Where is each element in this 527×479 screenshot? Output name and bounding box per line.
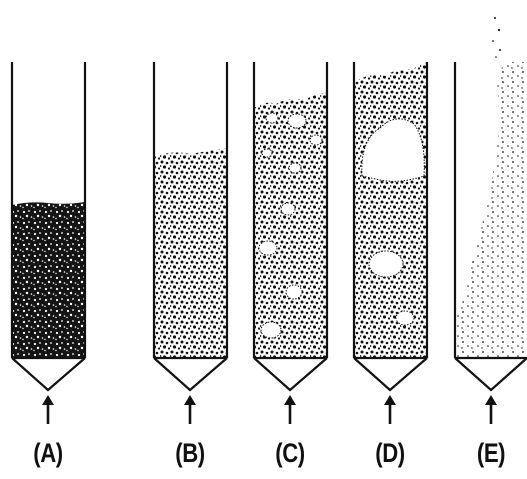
up-arrow-icon — [284, 395, 296, 424]
inlet-cone — [254, 358, 327, 390]
up-arrow-icon — [384, 395, 396, 424]
escaping-particles — [492, 17, 501, 58]
label-a: (A) — [19, 438, 76, 469]
column-d — [354, 62, 427, 424]
dilute-particle-stream — [455, 62, 527, 358]
slugging-particles — [354, 62, 427, 358]
up-arrow-icon — [184, 395, 196, 424]
expanded-particles — [154, 148, 227, 358]
column-e — [455, 17, 527, 424]
inlet-cone — [12, 358, 85, 390]
inlet-cone — [455, 358, 527, 390]
label-d: (D) — [361, 438, 418, 469]
label-b: (B) — [161, 438, 218, 469]
inlet-cone — [354, 358, 427, 390]
inlet-cone — [154, 358, 227, 390]
up-arrow-icon — [42, 395, 54, 424]
column-a — [12, 62, 85, 424]
bubbling-particles — [254, 92, 327, 358]
up-arrow-icon — [485, 395, 497, 424]
packed-particles — [12, 202, 85, 358]
label-c: (C) — [261, 438, 318, 469]
label-e: (E) — [462, 438, 519, 469]
column-c — [254, 62, 327, 424]
column-b — [154, 62, 227, 424]
